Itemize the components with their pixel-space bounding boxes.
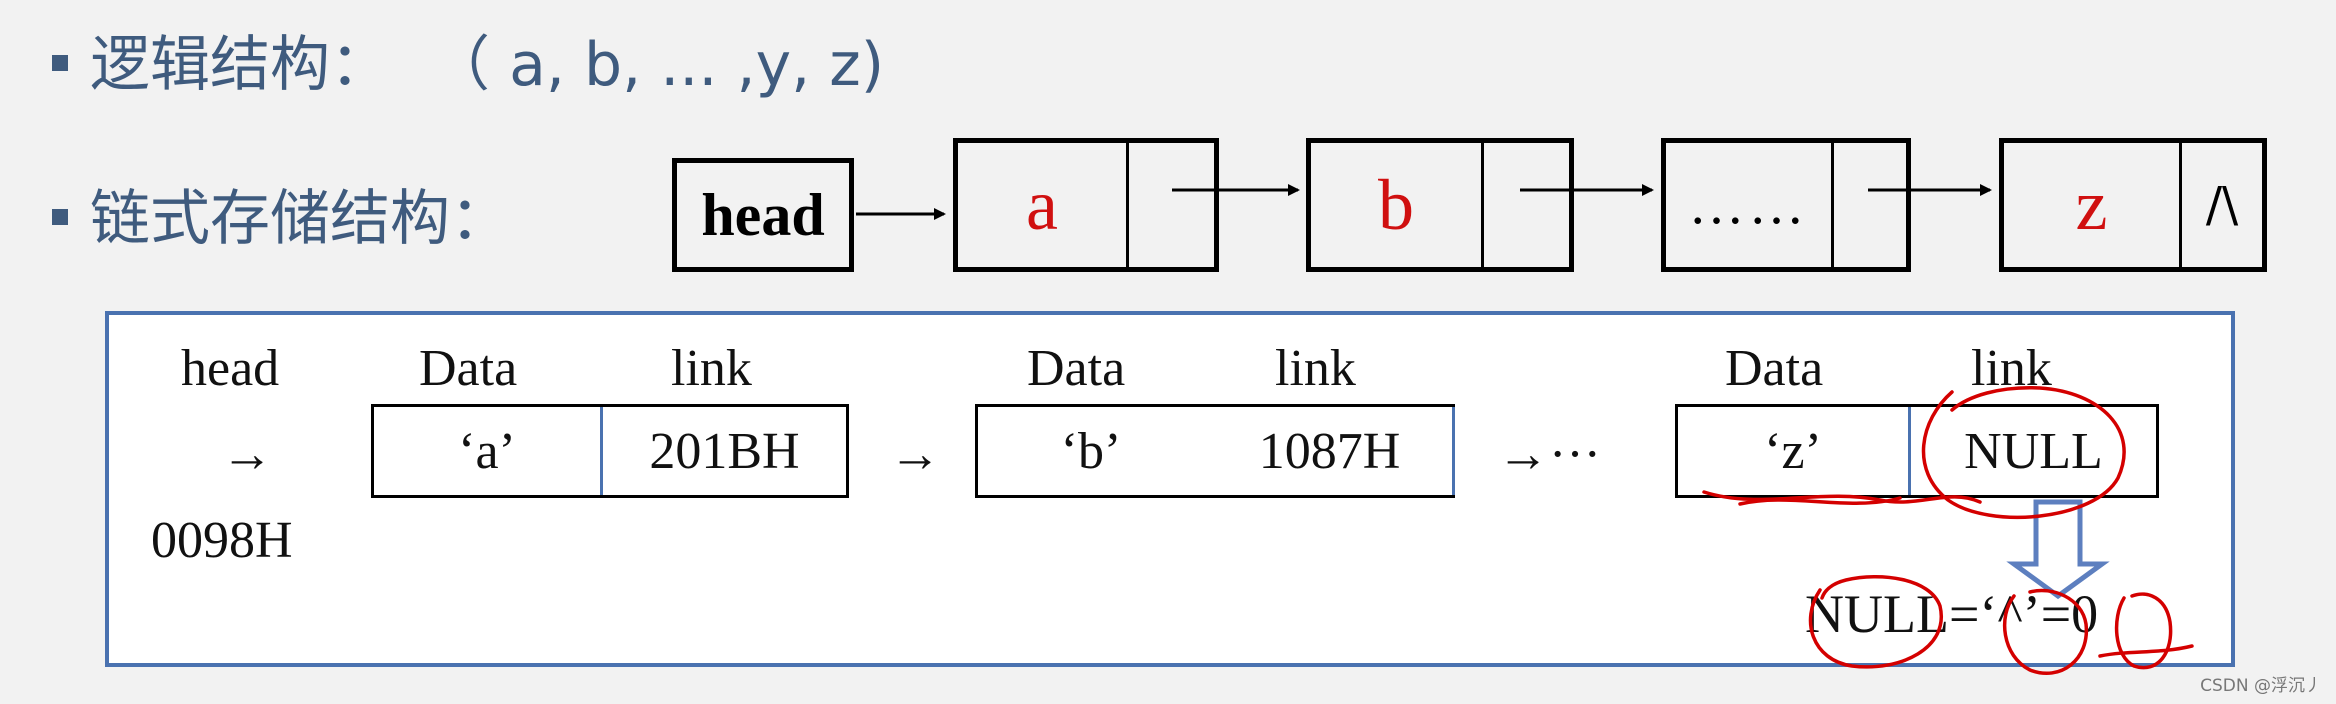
linked-structure-label: 链式存储结构： <box>90 184 510 254</box>
circle-null-cell <box>1921 386 2126 520</box>
scribble-under-z-cell-2 <box>1738 496 1902 506</box>
arrow-to-b: → <box>889 426 941 483</box>
node-b-value: b <box>1378 164 1414 245</box>
node-a: a <box>953 138 1219 272</box>
bullet-icon <box>52 208 68 225</box>
bullet-icon <box>52 54 68 71</box>
memory-cell-b-link: 1087H <box>1258 422 1401 480</box>
null-equation: NULL=‘^’=0 <box>1805 584 2099 644</box>
circle-null-equation <box>1808 574 1944 669</box>
memory-cell-z-link: NULL <box>1964 422 2103 480</box>
linked-structure-line: 链式存储结构： <box>52 170 510 257</box>
data-header-3: Data <box>1725 340 1824 397</box>
watermark: CSDN @浮沉丿 <box>2200 676 2322 696</box>
data-header-1: Data <box>419 340 518 397</box>
memory-cell-z-data: ‘z’ <box>1764 422 1822 480</box>
hollow-down-arrow <box>2006 499 2110 600</box>
head-arrow: → <box>221 426 273 483</box>
node-a-value: a <box>1026 164 1058 245</box>
circle-caret <box>2002 588 2089 676</box>
underline-zero <box>2098 644 2194 658</box>
memory-cell-a: ‘a’ 201BH <box>371 404 849 498</box>
logical-structure-line: 逻辑结构： （ a, b, ... ,y, z) <box>52 16 884 103</box>
link-header-2: link <box>1275 340 1356 397</box>
node-b: b <box>1306 138 1574 272</box>
node-z-value: z <box>2075 164 2108 245</box>
logical-structure-label: 逻辑结构： <box>90 30 390 100</box>
arrow-ellipsis: →··· <box>1497 426 1601 483</box>
head-label: head <box>701 181 825 248</box>
memory-cell-z: ‘z’ NULL <box>1675 404 2159 498</box>
link-header-1: link <box>671 340 752 397</box>
memory-cell-a-data: ‘a’ <box>458 422 516 480</box>
memory-cell-b-data: ‘b’ <box>1060 422 1122 480</box>
red-handwritten-marks <box>1702 386 2194 676</box>
data-header-2: Data <box>1027 340 1126 397</box>
node-ellipsis-value: …… <box>1688 174 1809 236</box>
head-label-memory: head <box>181 340 280 397</box>
memory-cell-b: ‘b’ 1087H <box>975 404 1455 498</box>
memory-cell-a-link: 201BH <box>649 422 800 480</box>
node-ellipsis: …… <box>1661 138 1911 272</box>
circle-zero <box>2114 592 2173 670</box>
logical-structure-value: （ a, b, ... ,y, z) <box>430 30 885 100</box>
head-address: 0098H <box>151 512 293 569</box>
scribble-under-z-cell <box>1702 490 1982 504</box>
head-box: head <box>672 158 854 272</box>
node-z: z /\ <box>1999 138 2267 272</box>
memory-layout-panel: head → 0098H Data link ‘a’ 201BH → Data … <box>105 311 2235 667</box>
null-pointer-symbol: /\ <box>2205 177 2239 233</box>
